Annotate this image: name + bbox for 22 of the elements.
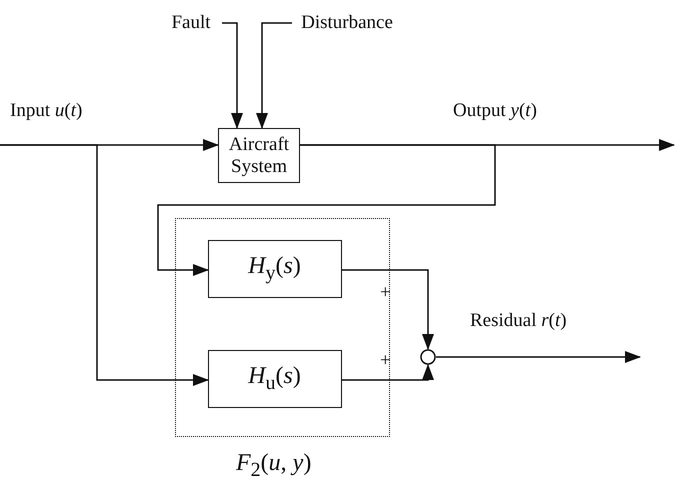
transfer-function-label: H$_{y}$(s) [248,252,301,284]
arrow [436,351,641,363]
block-label: F$_{2}$(u, y) [236,450,312,482]
arrow [222,22,243,129]
arrow [157,144,496,276]
arrow [256,22,292,129]
transfer-function-label: H$_{u}$(s) [248,362,301,394]
edge-label: Input u(t) [10,100,82,122]
arrow [342,269,434,350]
transfer-function-box [208,350,342,408]
edge-label: Residual r(t) [470,310,567,332]
process-box [218,128,300,183]
arrow [0,144,209,386]
input-label: Disturbance [301,12,393,34]
summing-junction [420,349,436,365]
edge-label: + [380,282,391,304]
edge-label: Output y(t) [453,100,537,122]
transfer-function-box [208,240,342,298]
arrow [342,364,434,381]
input-label: Fault [171,12,211,34]
block-label: Aircraft System [228,134,290,178]
edge-label: + [380,350,391,372]
